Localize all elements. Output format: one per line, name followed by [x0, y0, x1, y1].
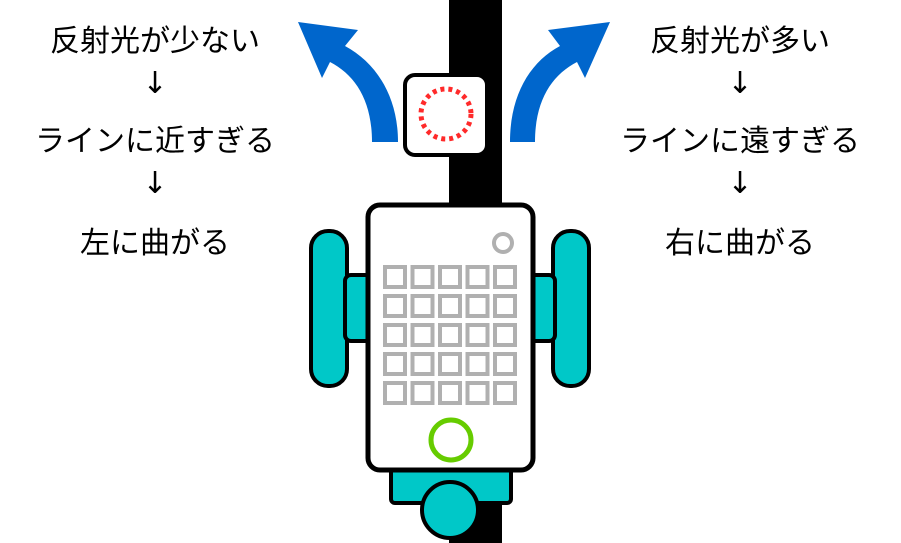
down-arrow-icon: ↓	[727, 166, 753, 201]
left-condition: 反射光が少ない	[50, 24, 260, 59]
matrix-pixel	[465, 381, 490, 405]
rear-caster	[420, 480, 480, 540]
matrix-pixel	[383, 352, 407, 376]
matrix-pixel	[493, 323, 517, 347]
matrix-pixel	[438, 352, 462, 376]
matrix-pixel	[410, 294, 435, 318]
robot-hub	[365, 202, 536, 473]
matrix-pixel	[410, 352, 435, 376]
matrix-pixel	[438, 323, 462, 347]
right-reason: ラインに遠すぎる	[620, 124, 860, 159]
matrix-pixel	[493, 294, 517, 318]
down-arrow-icon: ↓	[727, 66, 753, 101]
light-matrix	[383, 265, 517, 405]
matrix-pixel	[465, 294, 490, 318]
matrix-pixel	[438, 381, 462, 405]
color-sensor	[403, 73, 489, 157]
right-action: 右に曲がる	[665, 226, 815, 261]
hub-light	[492, 232, 514, 254]
matrix-pixel	[410, 265, 435, 289]
left-wheel	[309, 229, 349, 388]
matrix-pixel	[410, 323, 435, 347]
matrix-pixel	[465, 323, 490, 347]
left-turn-arrow	[298, 22, 398, 142]
hub-center-button	[428, 417, 474, 463]
right-turn-arrow	[510, 22, 610, 142]
down-arrow-icon: ↓	[142, 66, 168, 101]
matrix-pixel	[383, 294, 407, 318]
down-arrow-icon: ↓	[142, 166, 168, 201]
matrix-pixel	[493, 265, 517, 289]
right-condition: 反射光が多い	[650, 24, 830, 59]
matrix-pixel	[493, 381, 517, 405]
matrix-pixel	[465, 265, 490, 289]
matrix-pixel	[493, 352, 517, 376]
matrix-pixel	[465, 352, 490, 376]
sensor-light-ring	[418, 86, 474, 142]
matrix-pixel	[383, 265, 407, 289]
matrix-pixel	[383, 323, 407, 347]
matrix-pixel	[438, 265, 462, 289]
left-reason: ラインに近すぎる	[35, 124, 275, 159]
matrix-pixel	[410, 381, 435, 405]
left-action: 左に曲がる	[80, 226, 230, 261]
matrix-pixel	[438, 294, 462, 318]
right-wheel	[551, 229, 591, 388]
matrix-pixel	[383, 381, 407, 405]
